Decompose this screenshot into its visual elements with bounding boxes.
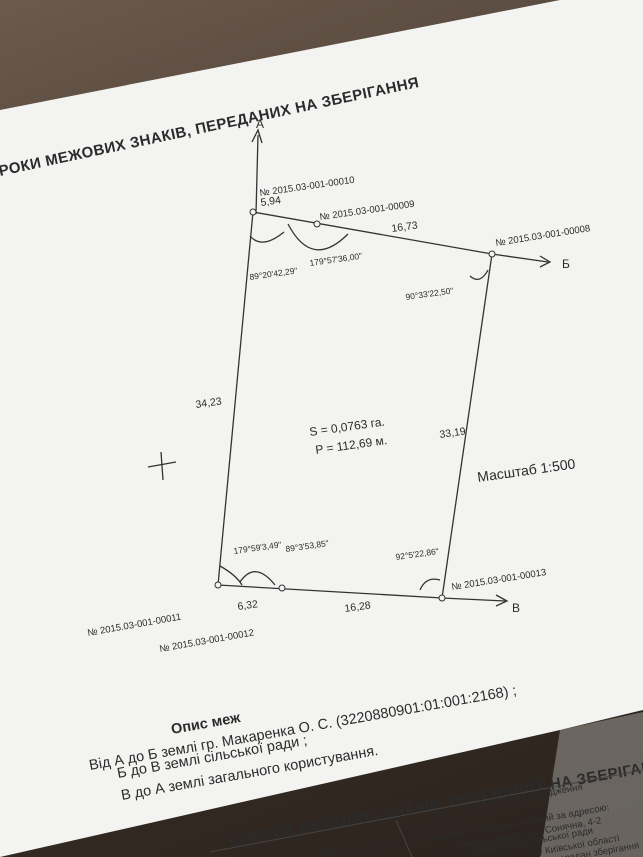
angle-arc-b: [469, 269, 489, 281]
edge-b-extension: [491, 253, 549, 263]
point-label-b: Б: [562, 257, 570, 271]
boundary-marker-v: [438, 594, 446, 602]
markers-table: [209, 769, 643, 857]
boundary-marker-mid: [313, 220, 321, 228]
angle-arc-mid: [287, 223, 349, 251]
dimension-16-28: 16,28: [344, 599, 372, 615]
boundary-marker-b: [488, 250, 496, 258]
parcel-plot: [147, 128, 552, 607]
boundary-marker-a: [249, 208, 257, 216]
angle-arc-w: [219, 565, 243, 586]
north-axis-line: [255, 134, 259, 215]
point-label-v: В: [512, 601, 520, 615]
arrow-v: [495, 594, 509, 607]
table-header-number-partial: нака: [321, 845, 343, 857]
angle-arc-a: [249, 231, 285, 243]
dimension-6-32: 6,32: [237, 598, 259, 613]
boundary-marker-sw: [214, 581, 222, 589]
point-label-a: А: [256, 117, 264, 131]
edge-b-v: [441, 253, 493, 599]
edge-v-a: [217, 584, 443, 599]
arrow-b: [539, 255, 552, 268]
arrow-a: [251, 128, 263, 144]
paper-shadow: [540, 712, 643, 857]
angle-arc-v: [239, 571, 276, 586]
edge-a-left: [217, 211, 254, 586]
angle-arc-vv: [419, 578, 441, 591]
edge-v-extension: [441, 597, 506, 602]
dimension-5-94: 5,94: [260, 194, 282, 209]
edge-a-b: [252, 211, 493, 255]
dimension-33-19: 33,19: [439, 425, 467, 441]
table-column-divider: [395, 819, 413, 857]
boundary-marker-w: [278, 584, 286, 592]
dimension-16-73: 16,73: [391, 219, 419, 235]
dimension-34-23: 34,23: [195, 395, 223, 411]
table-border-top: [209, 769, 643, 853]
crosshair-v: [160, 451, 164, 481]
